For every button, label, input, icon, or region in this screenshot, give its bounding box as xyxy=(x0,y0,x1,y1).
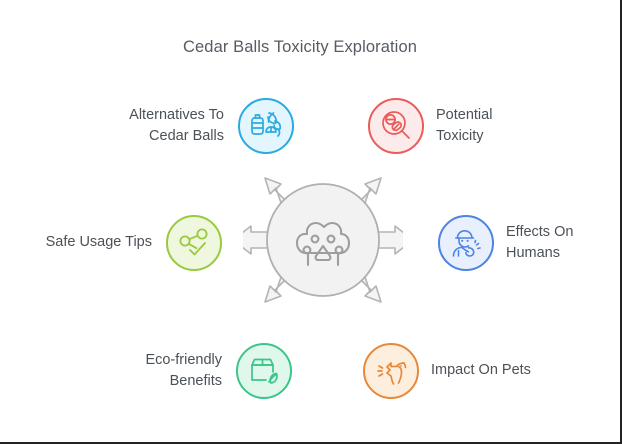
node-eco[interactable]: Eco-friendly Benefits xyxy=(0,343,292,399)
node-alternatives-icon-circle xyxy=(238,98,294,154)
node-safe-usage-icon-circle xyxy=(166,215,222,271)
node-humans-icon-circle xyxy=(438,215,494,271)
node-eco-label: Eco-friendly Benefits xyxy=(145,351,222,389)
barking-dog-icon xyxy=(377,362,407,385)
center-hub xyxy=(243,160,403,320)
node-humans[interactable]: Effects On Humans xyxy=(438,215,620,271)
hub-circle xyxy=(266,183,380,297)
paw-print-icon xyxy=(295,221,351,267)
node-humans-label: Effects On Humans xyxy=(506,223,574,261)
box-leaf-icon xyxy=(251,358,278,384)
node-alternatives[interactable]: Alternatives To Cedar Balls xyxy=(0,98,294,154)
magnifier-pills-icon xyxy=(382,111,410,139)
bottle-leaf-icon xyxy=(251,112,282,137)
node-alternatives-label: Alternatives To Cedar Balls xyxy=(129,106,224,144)
share-check-icon xyxy=(179,228,208,256)
node-toxicity[interactable]: Potential Toxicity xyxy=(368,98,620,154)
page-title: Cedar Balls Toxicity Exploration xyxy=(183,38,417,56)
node-toxicity-label: Potential Toxicity xyxy=(436,106,493,144)
node-eco-icon-circle xyxy=(236,343,292,399)
person-coughing-icon xyxy=(452,230,481,257)
node-pets-icon-circle xyxy=(363,343,419,399)
node-pets[interactable]: Impact On Pets xyxy=(363,343,620,399)
node-safe-usage[interactable]: Safe Usage Tips xyxy=(0,215,222,271)
node-toxicity-icon-circle xyxy=(368,98,424,154)
node-safe-usage-label: Safe Usage Tips xyxy=(45,234,152,251)
node-pets-label: Impact On Pets xyxy=(431,362,531,379)
